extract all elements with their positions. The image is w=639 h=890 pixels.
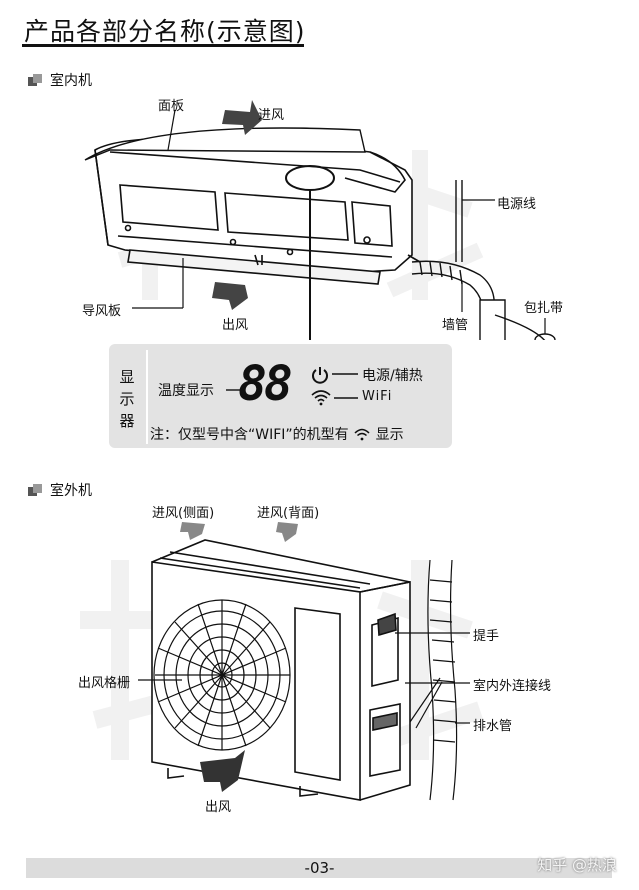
air-in-arrow-icon [222,100,262,135]
fan-grille [153,599,291,751]
wifi-note-icon [354,428,370,441]
wifi-icon [311,390,331,406]
display-panel-divider [146,350,148,444]
label-connect-wire: 室内外连接线 [473,679,552,694]
label-grille: 出风格栅 [78,676,131,691]
label-panel: 面板 [158,99,185,114]
air-in-side-arrow-icon [180,522,205,540]
temperature-digits: 88 [238,356,293,412]
label-wall-pipe: 墙管 [442,318,469,333]
label-air-in-back: 进风(背面) [257,506,320,521]
indoor-section-header: 室内机 [28,70,92,90]
display-panel [109,344,452,448]
page-number: -03- [304,859,335,877]
title-underline [22,44,304,47]
indoor-unit-diagram [84,100,556,340]
power-pointer-line [332,373,358,375]
label-drain-pipe: 排水管 [473,719,513,734]
temp-pointer-line [226,389,240,391]
power-icon [312,367,328,384]
outdoor-section-header: 室外机 [28,480,92,500]
section-marker-icon [28,484,42,496]
wifi-note-prefix: 注：仅型号中含“WIFI”的机型有 [150,427,349,443]
label-air-in: 进风 [258,108,285,123]
indoor-unit-body [94,137,421,285]
label-temp-display: 温度显示 [158,383,214,399]
label-air-out-indoor: 出风 [222,318,249,333]
label-handle: 提手 [473,629,500,644]
label-power-cord: 电源线 [497,197,537,212]
wifi-note-suffix: 显示 [375,427,404,443]
outdoor-unit-body [151,539,411,801]
indoor-leader-lines [132,109,546,334]
wifi-note: 注：仅型号中含“WIFI”的机型有 显示 [150,424,404,444]
wifi-pointer-line [334,397,358,399]
display-panel-title: 显示器 [119,368,135,430]
label-louver: 导风板 [82,304,122,319]
air-in-back-arrow-icon [276,522,298,542]
label-wifi: WiFi [362,389,393,404]
outdoor-section-label: 室外机 [50,483,92,499]
front-panel [84,127,366,161]
outdoor-unit-diagram [80,522,483,801]
indoor-section-label: 室内机 [50,73,92,89]
section-marker-icon [28,74,42,86]
air-out-arrow-icon [212,282,248,310]
label-power-aux-heat: 电源/辅热 [362,368,423,384]
label-air-out-outdoor: 出风 [205,800,232,815]
air-out-arrow-icon [200,750,245,792]
label-tape: 包扎带 [524,301,564,316]
outdoor-pipes [409,559,458,801]
label-air-in-side: 进风(侧面) [152,506,215,521]
source-credit: 知乎 @热浪 [537,856,617,874]
footer-bar [26,858,612,878]
page-title: 产品各部分名称(示意图) [24,17,306,46]
outdoor-leader-lines [138,632,470,724]
